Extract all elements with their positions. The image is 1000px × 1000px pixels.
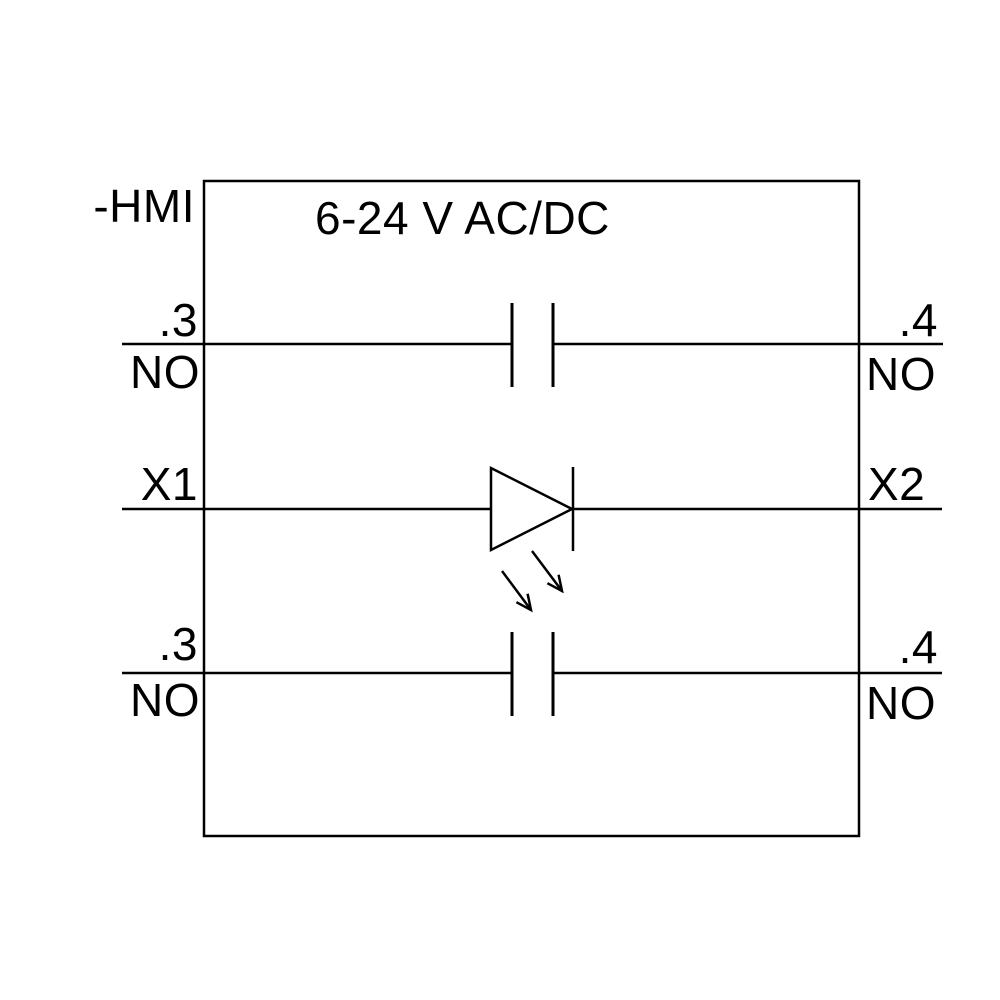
contact-row-bottom: .3 NO .4 NO — [122, 618, 942, 729]
contact-row-top: .3 NO .4 NO — [122, 294, 943, 400]
no-contact-symbol-bottom — [510, 632, 555, 716]
arrow-head — [546, 574, 564, 594]
device-tag-label: -HMI — [93, 180, 195, 232]
voltage-rating-label: 6-24 V AC/DC — [315, 192, 610, 244]
arrow-shaft — [500, 570, 533, 611]
contact-type-label-top-left: NO — [130, 346, 200, 398]
terminal-label-top-right: .4 — [899, 294, 938, 346]
terminal-label-x1: X1 — [141, 458, 198, 510]
light-emission-arrow-icon — [531, 550, 564, 594]
led-symbol — [489, 465, 575, 613]
lamp-row: X1 X2 — [122, 458, 942, 613]
diode-triangle-icon — [489, 465, 575, 553]
terminal-label-top-left: .3 — [159, 294, 198, 346]
arrow-shaft — [531, 550, 563, 592]
arrow-head — [515, 593, 533, 613]
contact-type-label-top-right: NO — [866, 348, 936, 400]
terminal-label-bottom-left: .3 — [159, 618, 198, 670]
terminal-label-x2: X2 — [868, 458, 925, 510]
light-emission-arrow-icon — [500, 570, 533, 613]
contact-type-label-bottom-left: NO — [130, 674, 200, 726]
contact-type-label-bottom-right: NO — [866, 677, 936, 729]
no-contact-symbol-top — [510, 303, 555, 387]
terminal-label-bottom-right: .4 — [899, 621, 938, 673]
